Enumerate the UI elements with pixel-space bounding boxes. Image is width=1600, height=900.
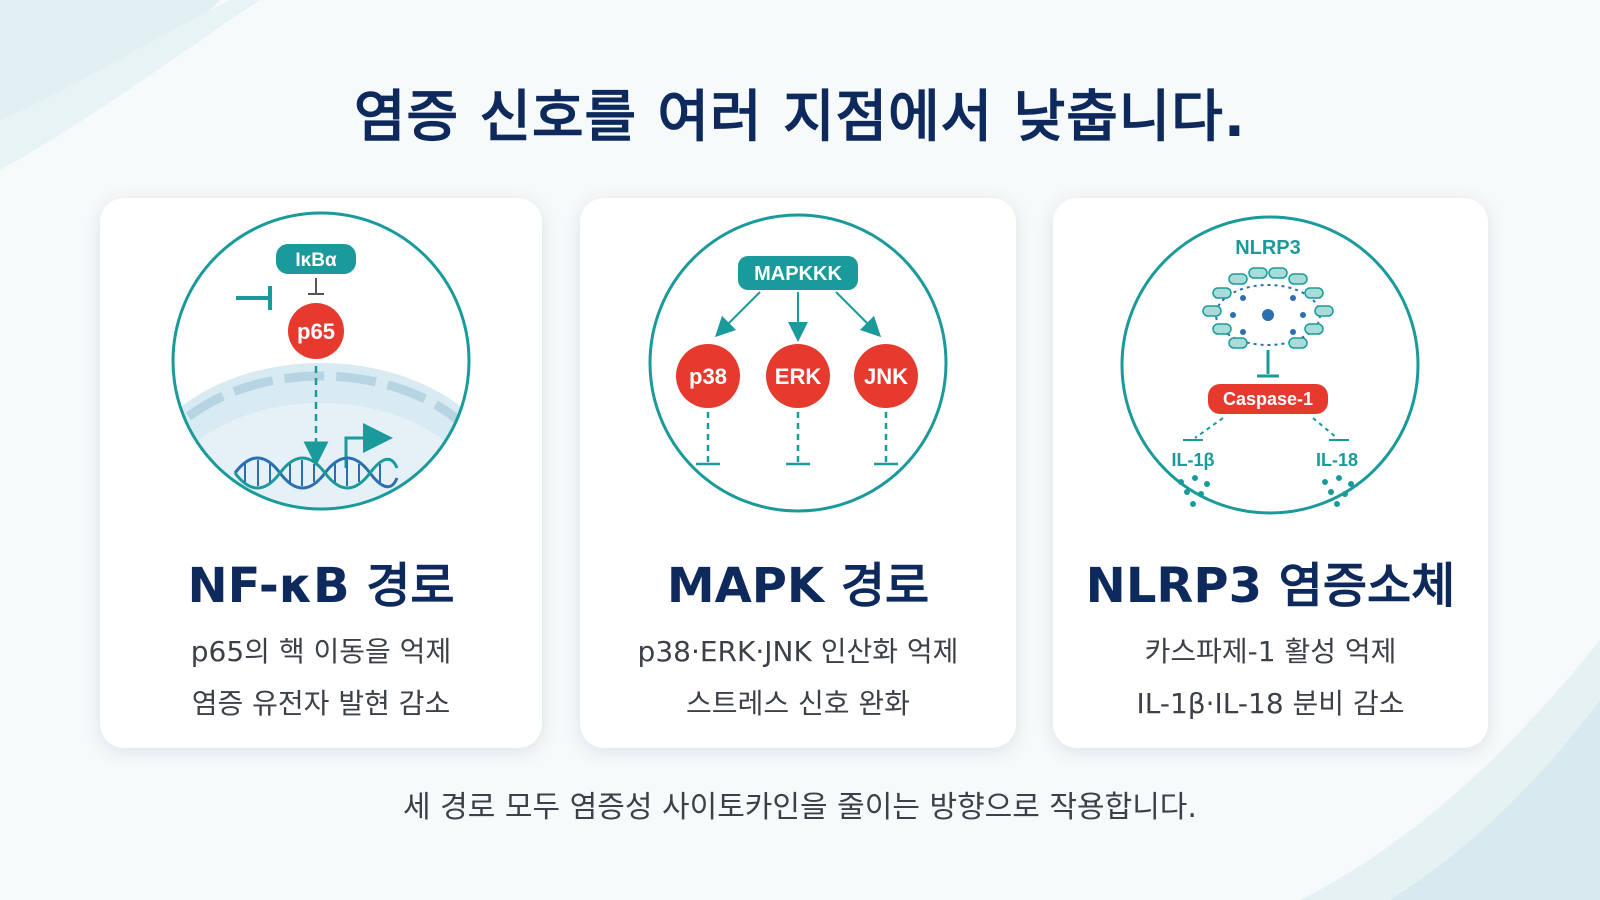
output-inhibition (1183, 417, 1349, 441)
p65-label: p65 (297, 319, 335, 344)
card-description: p65의 핵 이동을 억제 염증 유전자 발현 감소 (100, 626, 542, 730)
caspase-label: Caspase-1 (1223, 389, 1313, 409)
card-title: MAPK 경로 (666, 558, 930, 614)
desc-line: 카스파제-1 활성 억제 (1144, 635, 1397, 668)
desc-line: 스트레스 신호 완화 (686, 687, 910, 720)
jnk-label: JNK (864, 364, 908, 389)
p65-node (288, 303, 344, 359)
caspase-badge (1208, 384, 1328, 414)
erk-label: ERK (775, 364, 822, 389)
ikba-badge (276, 244, 356, 274)
page-title: 염증 신호를 여러 지점에서 낮춥니다. (353, 85, 1247, 150)
jnk-node (854, 344, 918, 408)
card-description: p38·ERK·JNK 인산화 억제 스트레스 신호 완화 (580, 626, 1016, 730)
card-title: NF-κB 경로 (187, 558, 455, 614)
desc-line: IL-1β·IL-18 분비 감소 (1136, 687, 1405, 720)
ikba-label: IκBα (295, 250, 337, 271)
desc-line: p65의 핵 이동을 억제 (190, 635, 452, 668)
desc-line: p38·ERK·JNK 인산화 억제 (637, 635, 959, 668)
mapk-diagram: MAPKKK p38 ERK JNK (648, 213, 948, 513)
footer-caption: 세 경로 모두 염증성 사이토카인을 줄이는 방향으로 작용합니다. (403, 790, 1197, 825)
card-nlrp3: NLRP3 (1053, 198, 1488, 748)
nlrp3-circle (1120, 215, 1420, 515)
inflammasome-icon (1202, 267, 1334, 349)
card-nfkb: IκBα p65 NF-κB 경로 p65의 핵 이동을 억제 염증 유전자 발… (100, 198, 542, 748)
p38-label: p38 (689, 364, 727, 389)
cytokine-dots (1178, 475, 1354, 507)
il1b-label: IL-1β (1172, 450, 1215, 470)
desc-line: 염증 유전자 발현 감소 (191, 687, 451, 720)
inhibition-lines (696, 412, 898, 466)
card-mapk: MAPKKK p38 ERK JNK MAPK 경로 p38·ERK·JNK 인… (580, 198, 1016, 748)
mapkkk-label: MAPKKK (754, 263, 842, 285)
mapkkk-badge (738, 256, 858, 290)
il18-label: IL-18 (1316, 450, 1358, 470)
mapk-circle (648, 213, 948, 513)
nlrp3-diagram: NLRP3 (1120, 215, 1420, 515)
erk-node (766, 344, 830, 408)
nfkb-circle (171, 211, 471, 511)
card-title: NLRP3 염증소체 (1085, 558, 1456, 614)
nlrp3-label: NLRP3 (1235, 237, 1301, 259)
p38-node (676, 344, 740, 408)
nfkb-diagram: IκBα p65 (171, 211, 471, 511)
card-description: 카스파제-1 활성 억제 IL-1β·IL-18 분비 감소 (1053, 626, 1488, 730)
dna-icon (233, 456, 399, 490)
